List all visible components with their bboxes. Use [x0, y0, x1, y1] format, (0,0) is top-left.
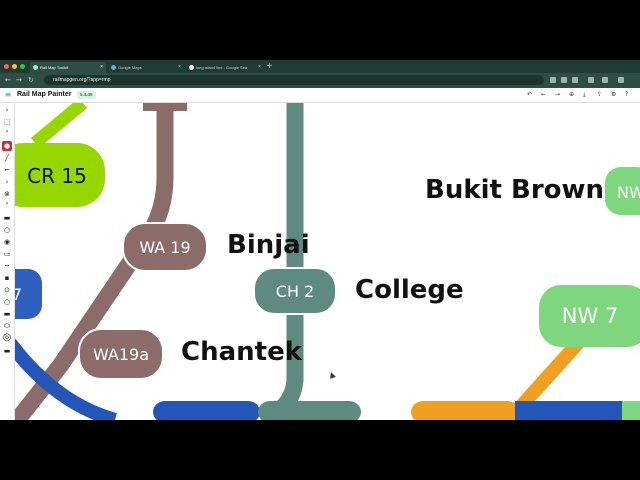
minimize-window-button[interactable] [12, 64, 17, 69]
station-wa19a-name: Chantek [181, 337, 303, 367]
oval-station-icon[interactable]: ⬭ [4, 322, 10, 330]
station-wa19-shape[interactable] [122, 222, 208, 272]
download-icon[interactable]: ⤓ [583, 91, 586, 98]
small-circle-icon[interactable]: ○ [3, 298, 11, 306]
cancel-icon[interactable]: ⊗ [4, 190, 10, 198]
box-select-icon[interactable]: ⬚ [3, 118, 11, 126]
url-field[interactable]: railmapgen.org/?app=rmp [44, 75, 544, 85]
hamburger-icon[interactable]: ≡ [4, 90, 12, 99]
map-canvas[interactable]: CR 15 7 WA 19 Binjai WA19a Chantek [15, 103, 640, 420]
station-wa19-code: WA 19 [139, 238, 190, 257]
app-header: ≡ Rail Map Painter 5.4.45 ↶ ← → ⊕ ⤓ ⇪ ⚙ … [0, 88, 640, 103]
station-blue-partial[interactable]: 7 [15, 269, 42, 319]
dots-icon[interactable]: ┅ [4, 262, 10, 270]
select-arrow-icon[interactable]: › [5, 106, 9, 114]
station-ch2-name: College [355, 275, 464, 305]
tab-bar: Rail Map Toolkit × Google Maps × long is… [0, 60, 640, 73]
station-ch2-code: CH 2 [276, 282, 314, 301]
tab-rail-map-toolkit[interactable]: Rail Map Toolkit × [30, 62, 106, 73]
tool-sidebar: › ⬚ ˄ ● ╱ ⌐ › ⊗ ˄ ▬ ○ ◉ ▭ ┅ ▪ ⊙ ○ ▬ ⬭ ◎ … [0, 103, 15, 420]
ring-station-icon[interactable]: ○ [3, 226, 11, 234]
station-wa19-name: Binjai [227, 230, 310, 260]
arrow-right-icon[interactable]: → [555, 91, 561, 98]
bullseye-station-icon[interactable]: ◎ [2, 332, 12, 343]
kebab-menu-icon[interactable] [618, 77, 624, 83]
blue-bar[interactable] [153, 401, 260, 420]
close-window-button[interactable] [4, 64, 9, 69]
share-icon[interactable]: ⇪ [597, 91, 603, 98]
chevron-right-icon[interactable]: › [5, 178, 9, 186]
app-title: Rail Map Painter [17, 91, 72, 98]
station-cr15[interactable]: CR 15 [15, 143, 105, 207]
station-nw-partial[interactable]: NW Bukit Brown [425, 167, 640, 215]
blue-bar-right[interactable] [515, 401, 625, 420]
station-wa19a-shape[interactable] [78, 328, 164, 380]
station-blue-shape[interactable] [15, 269, 42, 319]
pen-icon[interactable]: ╱ [4, 154, 10, 162]
station-nw7[interactable]: NW 7 [539, 285, 640, 347]
rail-map[interactable]: CR 15 7 WA 19 Binjai WA19a Chantek [15, 103, 640, 420]
favicon-icon [33, 65, 38, 70]
station-wa19[interactable]: WA 19 Binjai [122, 222, 310, 272]
settings-icon[interactable]: ⚙ [611, 91, 617, 98]
back-icon[interactable]: ← [5, 76, 11, 84]
forward-icon[interactable]: → [16, 76, 22, 84]
station-nw-shape[interactable] [605, 167, 640, 215]
extensions-icon[interactable] [588, 77, 594, 83]
close-tab-icon[interactable]: × [178, 64, 181, 70]
station-nw7-code: NW 7 [562, 304, 619, 328]
close-tab-icon[interactable]: × [100, 64, 103, 70]
cast-icon[interactable] [561, 77, 567, 83]
tab-google-maps[interactable]: Google Maps × [108, 62, 184, 73]
favicon-icon [189, 65, 194, 70]
version-badge: 5.4.45 [77, 91, 96, 99]
bar-station-icon[interactable]: ▬ [3, 310, 11, 318]
rect-station-icon[interactable]: ▪ [4, 274, 10, 282]
favicon-icon [111, 65, 116, 70]
tab-google-search[interactable]: long island line - Google Sea × [186, 62, 264, 73]
bookmark-icon[interactable] [572, 77, 578, 83]
corner-line-icon[interactable]: ⌐ [4, 166, 10, 174]
zoom-in-icon[interactable]: ⊕ [569, 91, 575, 98]
new-tab-button[interactable]: + [266, 61, 273, 70]
wa-line-stub[interactable] [143, 103, 187, 111]
station-nw-code: NW [617, 183, 640, 202]
ch-bar[interactable] [258, 401, 361, 420]
address-bar-row: ← → ↻ railmapgen.org/?app=rmp [0, 73, 640, 88]
browser-window: Rail Map Toolkit × Google Maps × long is… [0, 60, 640, 420]
circle-station-icon[interactable]: ◉ [3, 238, 11, 246]
station-ch2-shape[interactable] [253, 267, 337, 315]
bar-station-icon[interactable]: ▬ [3, 214, 11, 222]
reload-icon[interactable]: ↻ [28, 76, 34, 84]
arrow-left-icon[interactable]: ← [541, 91, 547, 98]
undo-icon[interactable]: ↶ [527, 91, 533, 98]
blue-line-segment[interactable] [15, 338, 117, 420]
close-tab-icon[interactable]: × [258, 64, 261, 70]
zoom-icon[interactable] [550, 77, 556, 83]
station-wa19a[interactable]: WA19a Chantek [78, 328, 303, 380]
rect-station-icon[interactable]: ▬ [3, 347, 11, 355]
station-ch2[interactable]: CH 2 College [253, 267, 464, 315]
pill-station-icon[interactable]: ▭ [3, 250, 11, 258]
station-bukit-brown-name: Bukit Brown [425, 175, 604, 205]
station-cr15-code: CR 15 [27, 164, 87, 188]
nw-bar-right[interactable] [622, 401, 640, 420]
node-icon[interactable]: ⊙ [4, 286, 10, 294]
orange-bar[interactable] [411, 401, 519, 420]
maximize-window-button[interactable] [20, 64, 25, 69]
station-wa19a-code: WA19a [93, 345, 149, 364]
station-tool-icon[interactable]: ● [2, 141, 12, 151]
help-icon[interactable]: ? [625, 91, 629, 98]
station-cr15-shape[interactable] [15, 143, 105, 207]
expand-up-icon[interactable]: ˄ [5, 202, 9, 210]
cr-line-segment[interactable] [30, 103, 88, 148]
expand-up-icon[interactable]: ˄ [5, 130, 9, 138]
profile-icon[interactable] [602, 77, 608, 83]
station-blue-code: 7 [15, 285, 22, 304]
station-nw7-shape[interactable] [539, 285, 640, 347]
